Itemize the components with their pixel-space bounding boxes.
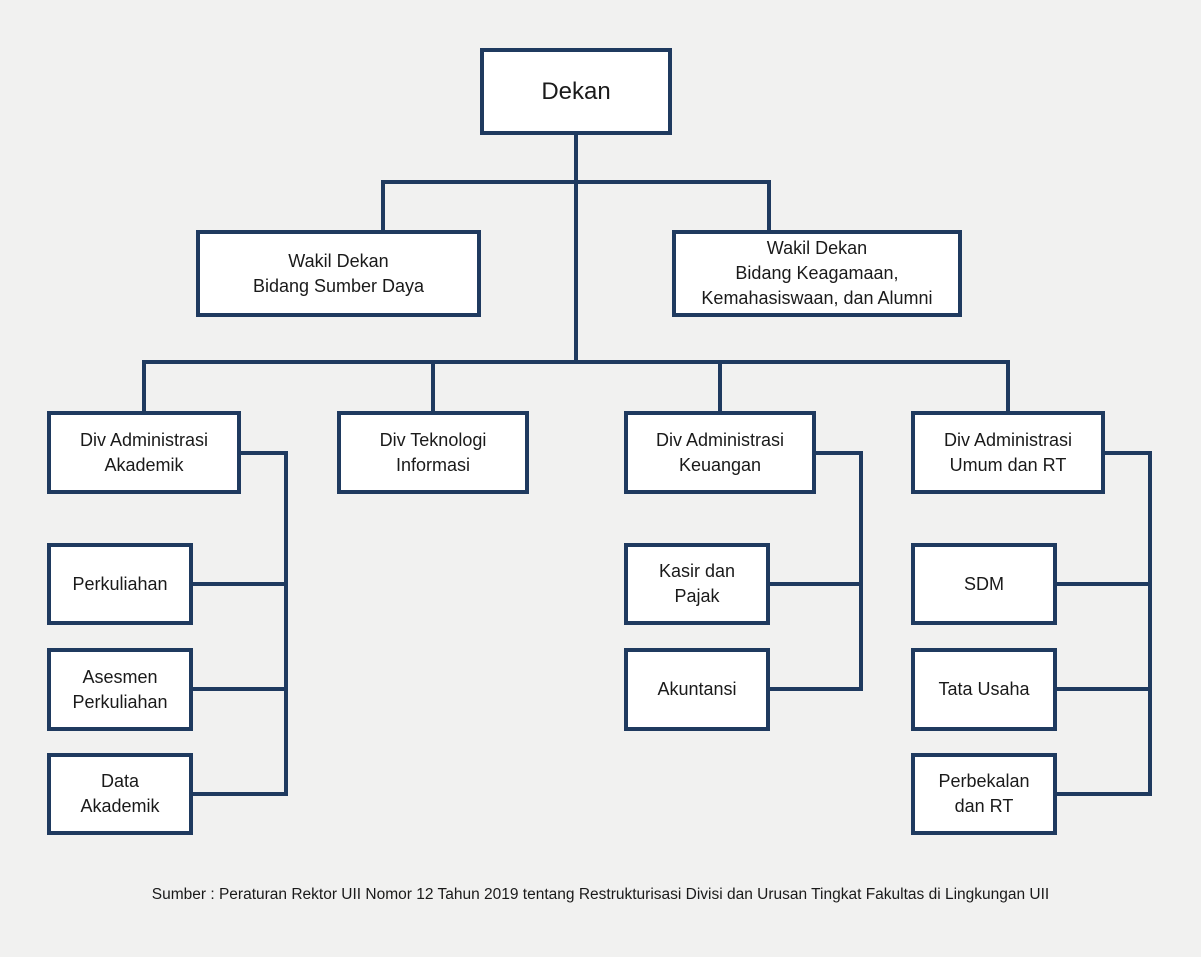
node-tata-usaha-label: Tata Usaha: [938, 679, 1030, 700]
connector-level2-bar: [142, 360, 1010, 364]
connector-stub-perkuliahan: [193, 582, 288, 586]
node-perbekalan-dan-rt: Perbekalan dan RT: [911, 753, 1057, 835]
connector-stub-asesmen: [193, 687, 288, 691]
node-div-administrasi-umum: Div Administrasi Umum dan RT: [911, 411, 1105, 494]
connector-stub-div-umum: [1105, 451, 1152, 455]
node-div-administrasi-akademik: Div Administrasi Akademik: [47, 411, 241, 494]
node-dekan-label: Dekan: [541, 77, 611, 105]
connector-stub-kasir: [770, 582, 863, 586]
connector-stub-perbekalan: [1057, 792, 1152, 796]
connector-stub-div-akademik: [241, 451, 288, 455]
node-asesmen-perkuliahan-label: Asesmen Perkuliahan: [72, 666, 168, 712]
connector-center-down: [574, 180, 578, 364]
node-div-administrasi-umum-label: Div Administrasi Umum dan RT: [943, 429, 1073, 475]
node-asesmen-perkuliahan: Asesmen Perkuliahan: [47, 648, 193, 731]
node-div-teknologi-informasi: Div Teknologi Informasi: [337, 411, 529, 494]
node-sdm: SDM: [911, 543, 1057, 625]
node-akuntansi-label: Akuntansi: [657, 679, 737, 700]
node-sdm-label: SDM: [964, 573, 1004, 594]
node-akuntansi: Akuntansi: [624, 648, 770, 731]
connector-stub-sdm: [1057, 582, 1152, 586]
connector-drop-div-keuangan: [718, 360, 722, 411]
connector-dekan-down: [574, 135, 578, 184]
node-dekan: Dekan: [480, 48, 672, 135]
node-data-akademik-label: Data Akademik: [80, 771, 160, 816]
connector-stub-data-akademik: [193, 792, 288, 796]
node-data-akademik: Data Akademik: [47, 753, 193, 835]
connector-drop-div-umum: [1006, 360, 1010, 411]
node-perkuliahan-label: Perkuliahan: [72, 573, 168, 594]
connector-drop-div-ti: [431, 360, 435, 411]
connector-rail-umum: [1148, 451, 1152, 796]
connector-rail-keuangan: [859, 451, 863, 691]
source-caption: Sumber : Peraturan Rektor UII Nomor 12 T…: [151, 886, 1050, 903]
node-wakil-sumber-daya: Wakil Dekan Bidang Sumber Daya: [196, 230, 481, 317]
connector-drop-wakil-sumber-daya: [381, 180, 385, 230]
connector-stub-akuntansi: [770, 687, 863, 691]
node-wakil-keagamaan-label: Wakil Dekan Bidang Keagamaan, Kemahasisw…: [701, 238, 933, 308]
node-div-teknologi-informasi-label: Div Teknologi Informasi: [379, 429, 487, 475]
node-div-administrasi-akademik-label: Div Administrasi Akademik: [79, 429, 209, 475]
node-kasir-dan-pajak-label: Kasir dan Pajak: [658, 561, 736, 606]
node-perkuliahan: Perkuliahan: [47, 543, 193, 625]
node-wakil-keagamaan: Wakil Dekan Bidang Keagamaan, Kemahasisw…: [672, 230, 962, 317]
node-perbekalan-dan-rt-label: Perbekalan dan RT: [938, 771, 1030, 816]
connector-drop-wakil-keagamaan: [767, 180, 771, 230]
node-div-administrasi-keuangan: Div Administrasi Keuangan: [624, 411, 816, 494]
node-tata-usaha: Tata Usaha: [911, 648, 1057, 731]
node-kasir-dan-pajak: Kasir dan Pajak: [624, 543, 770, 625]
connector-rail-akademik: [284, 451, 288, 796]
connector-stub-tata-usaha: [1057, 687, 1152, 691]
connector-stub-div-keuangan: [816, 451, 863, 455]
node-div-administrasi-keuangan-label: Div Administrasi Keuangan: [655, 429, 785, 475]
connector-drop-div-akademik: [142, 360, 146, 411]
node-wakil-sumber-daya-label: Wakil Dekan Bidang Sumber Daya: [252, 250, 425, 296]
